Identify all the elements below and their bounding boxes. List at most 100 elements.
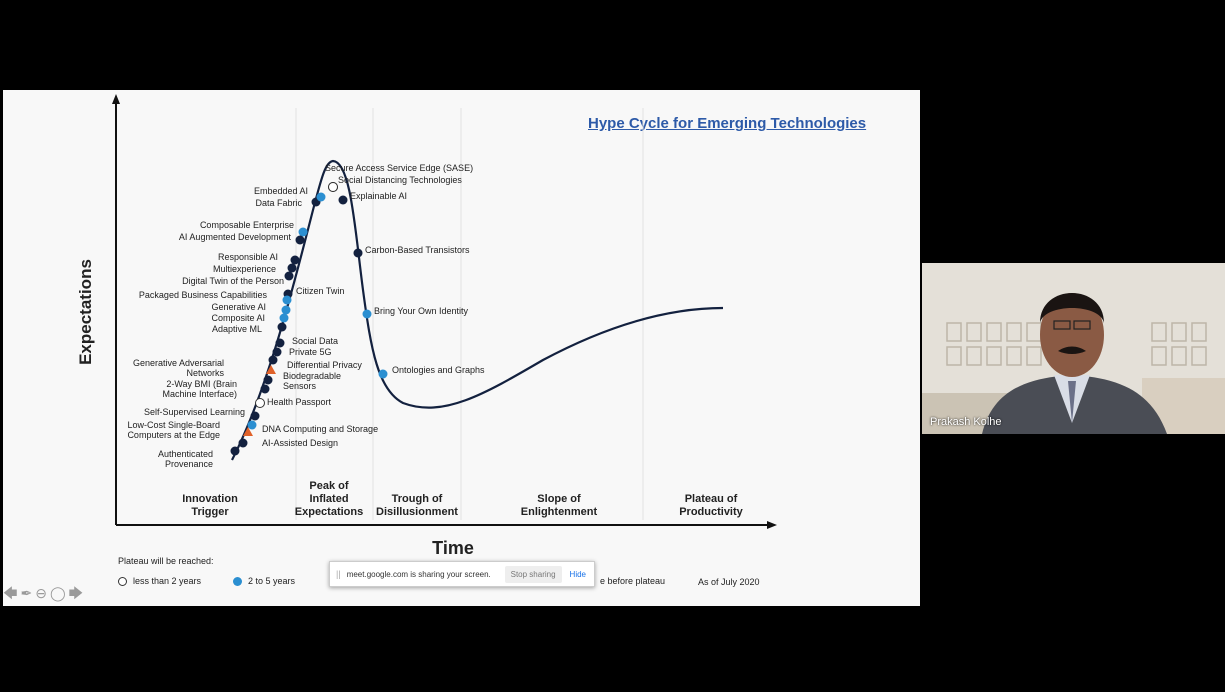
technology-label: Social Data xyxy=(292,336,338,346)
technology-label: AI Augmented Development xyxy=(179,232,292,242)
technology-label: Social Distancing Technologies xyxy=(338,175,462,185)
participant-name: Prakash Kolhe xyxy=(930,416,1002,428)
technology-label: Citizen Twin xyxy=(296,286,344,296)
technology-marker xyxy=(260,384,270,394)
technology-label: Digital Twin of the Person xyxy=(182,276,284,286)
next-slide-icon[interactable]: 🡆 xyxy=(68,585,84,601)
technology-label: Bring Your Own Identity xyxy=(374,306,469,316)
legend-title: Plateau will be reached: xyxy=(118,556,214,566)
technology-point: Multiexperience xyxy=(213,263,297,274)
technology-label: Explainable AI xyxy=(350,191,407,201)
technology-marker xyxy=(266,365,276,374)
drag-handle-icon[interactable]: || xyxy=(336,569,341,579)
technology-point: Explainable AI xyxy=(338,191,407,205)
technology-label: Secure Access Service Edge (SASE) xyxy=(325,163,473,173)
technology-marker xyxy=(279,313,289,323)
stop-sharing-button[interactable]: Stop sharing xyxy=(504,565,562,583)
technology-marker xyxy=(378,369,388,379)
technology-marker xyxy=(255,398,265,408)
technology-label: Multiexperience xyxy=(213,264,276,274)
blue-dot-icon xyxy=(233,576,242,586)
technology-point: Responsible AI xyxy=(218,252,300,265)
technology-point: Packaged Business Capabilities xyxy=(139,290,292,305)
technology-label: Composable Enterprise xyxy=(200,220,294,230)
pen-icon[interactable]: ✒ xyxy=(20,585,33,601)
technology-label: Differential Privacy xyxy=(287,360,362,370)
technology-marker xyxy=(328,182,338,192)
technology-label: Responsible AI xyxy=(218,252,278,262)
technology-point: AI Augmented Development xyxy=(179,232,305,245)
technology-label: Self-Supervised Learning xyxy=(144,407,245,417)
technology-label: Private 5G xyxy=(289,347,332,357)
technology-point: Bring Your Own Identity xyxy=(362,306,469,319)
technology-point: Social Data xyxy=(275,336,338,348)
technology-point: Health Passport xyxy=(255,397,332,408)
technology-marker xyxy=(295,235,305,245)
technology-label: Carbon-Based Transistors xyxy=(365,245,470,255)
technology-marker xyxy=(353,248,363,258)
shared-slide: Hype Cycle for Emerging Technologies Exp… xyxy=(3,90,920,606)
technology-point: Private 5G xyxy=(272,347,332,357)
technology-point: Ontologies and Graphs xyxy=(378,365,485,379)
technology-marker xyxy=(287,263,297,273)
legend-item-partial: e before plateau xyxy=(600,576,665,586)
technology-marker xyxy=(272,347,282,357)
legend-item: less than 2 years xyxy=(118,576,201,586)
technology-label: Adaptive ML xyxy=(212,324,262,334)
technology-marker xyxy=(281,305,291,315)
technology-point: Composable Enterprise xyxy=(200,220,308,237)
technology-point: Digital Twin of the Person xyxy=(182,271,294,286)
technology-label: Packaged Business Capabilities xyxy=(139,290,268,300)
technology-label: Health Passport xyxy=(267,397,332,407)
technology-label: Ontologies and Graphs xyxy=(392,365,485,375)
technology-marker xyxy=(247,420,257,430)
y-axis-arrow xyxy=(112,94,120,104)
slide-title: Hype Cycle for Emerging Technologies xyxy=(588,115,867,132)
technology-label: AI-Assisted Design xyxy=(262,438,338,448)
technology-marker xyxy=(282,295,292,305)
technology-point: Data Fabric xyxy=(255,192,326,208)
technology-point: Generative AI xyxy=(211,302,291,315)
white-dot-icon xyxy=(118,576,127,586)
technology-point: Self-Supervised Learning xyxy=(144,407,260,421)
legend-item: 2 to 5 years xyxy=(233,576,295,586)
video-frame xyxy=(922,263,1225,434)
technology-point: Carbon-Based Transistors xyxy=(353,245,470,258)
hype-curve xyxy=(231,159,724,461)
more-options-icon[interactable]: ◯ xyxy=(49,585,66,601)
technology-marker xyxy=(243,427,253,436)
legend-label: e before plateau xyxy=(600,576,666,586)
technology-marker xyxy=(230,446,240,456)
hide-button[interactable]: Hide xyxy=(569,569,586,579)
technology-marker xyxy=(362,309,372,319)
technology-marker xyxy=(338,195,348,205)
technology-marker xyxy=(250,411,260,421)
x-axis-label: Time xyxy=(432,538,474,558)
technology-label: Embedded AI xyxy=(254,186,308,196)
share-message: meet.google.com is sharing your screen. xyxy=(346,569,491,579)
technology-marker xyxy=(238,438,248,448)
previous-slide-icon[interactable]: 🡄 xyxy=(3,585,18,601)
participant-video[interactable] xyxy=(922,263,1225,434)
legend-label: 2 to 5 years xyxy=(248,576,296,586)
technology-marker xyxy=(268,355,278,365)
technology-marker xyxy=(316,192,326,202)
zoom-icon[interactable]: ⊖ xyxy=(35,585,47,601)
legend-label: less than 2 years xyxy=(133,576,202,586)
technology-point: Adaptive ML xyxy=(212,322,287,334)
as-of-date: As of July 2020 xyxy=(698,577,760,587)
